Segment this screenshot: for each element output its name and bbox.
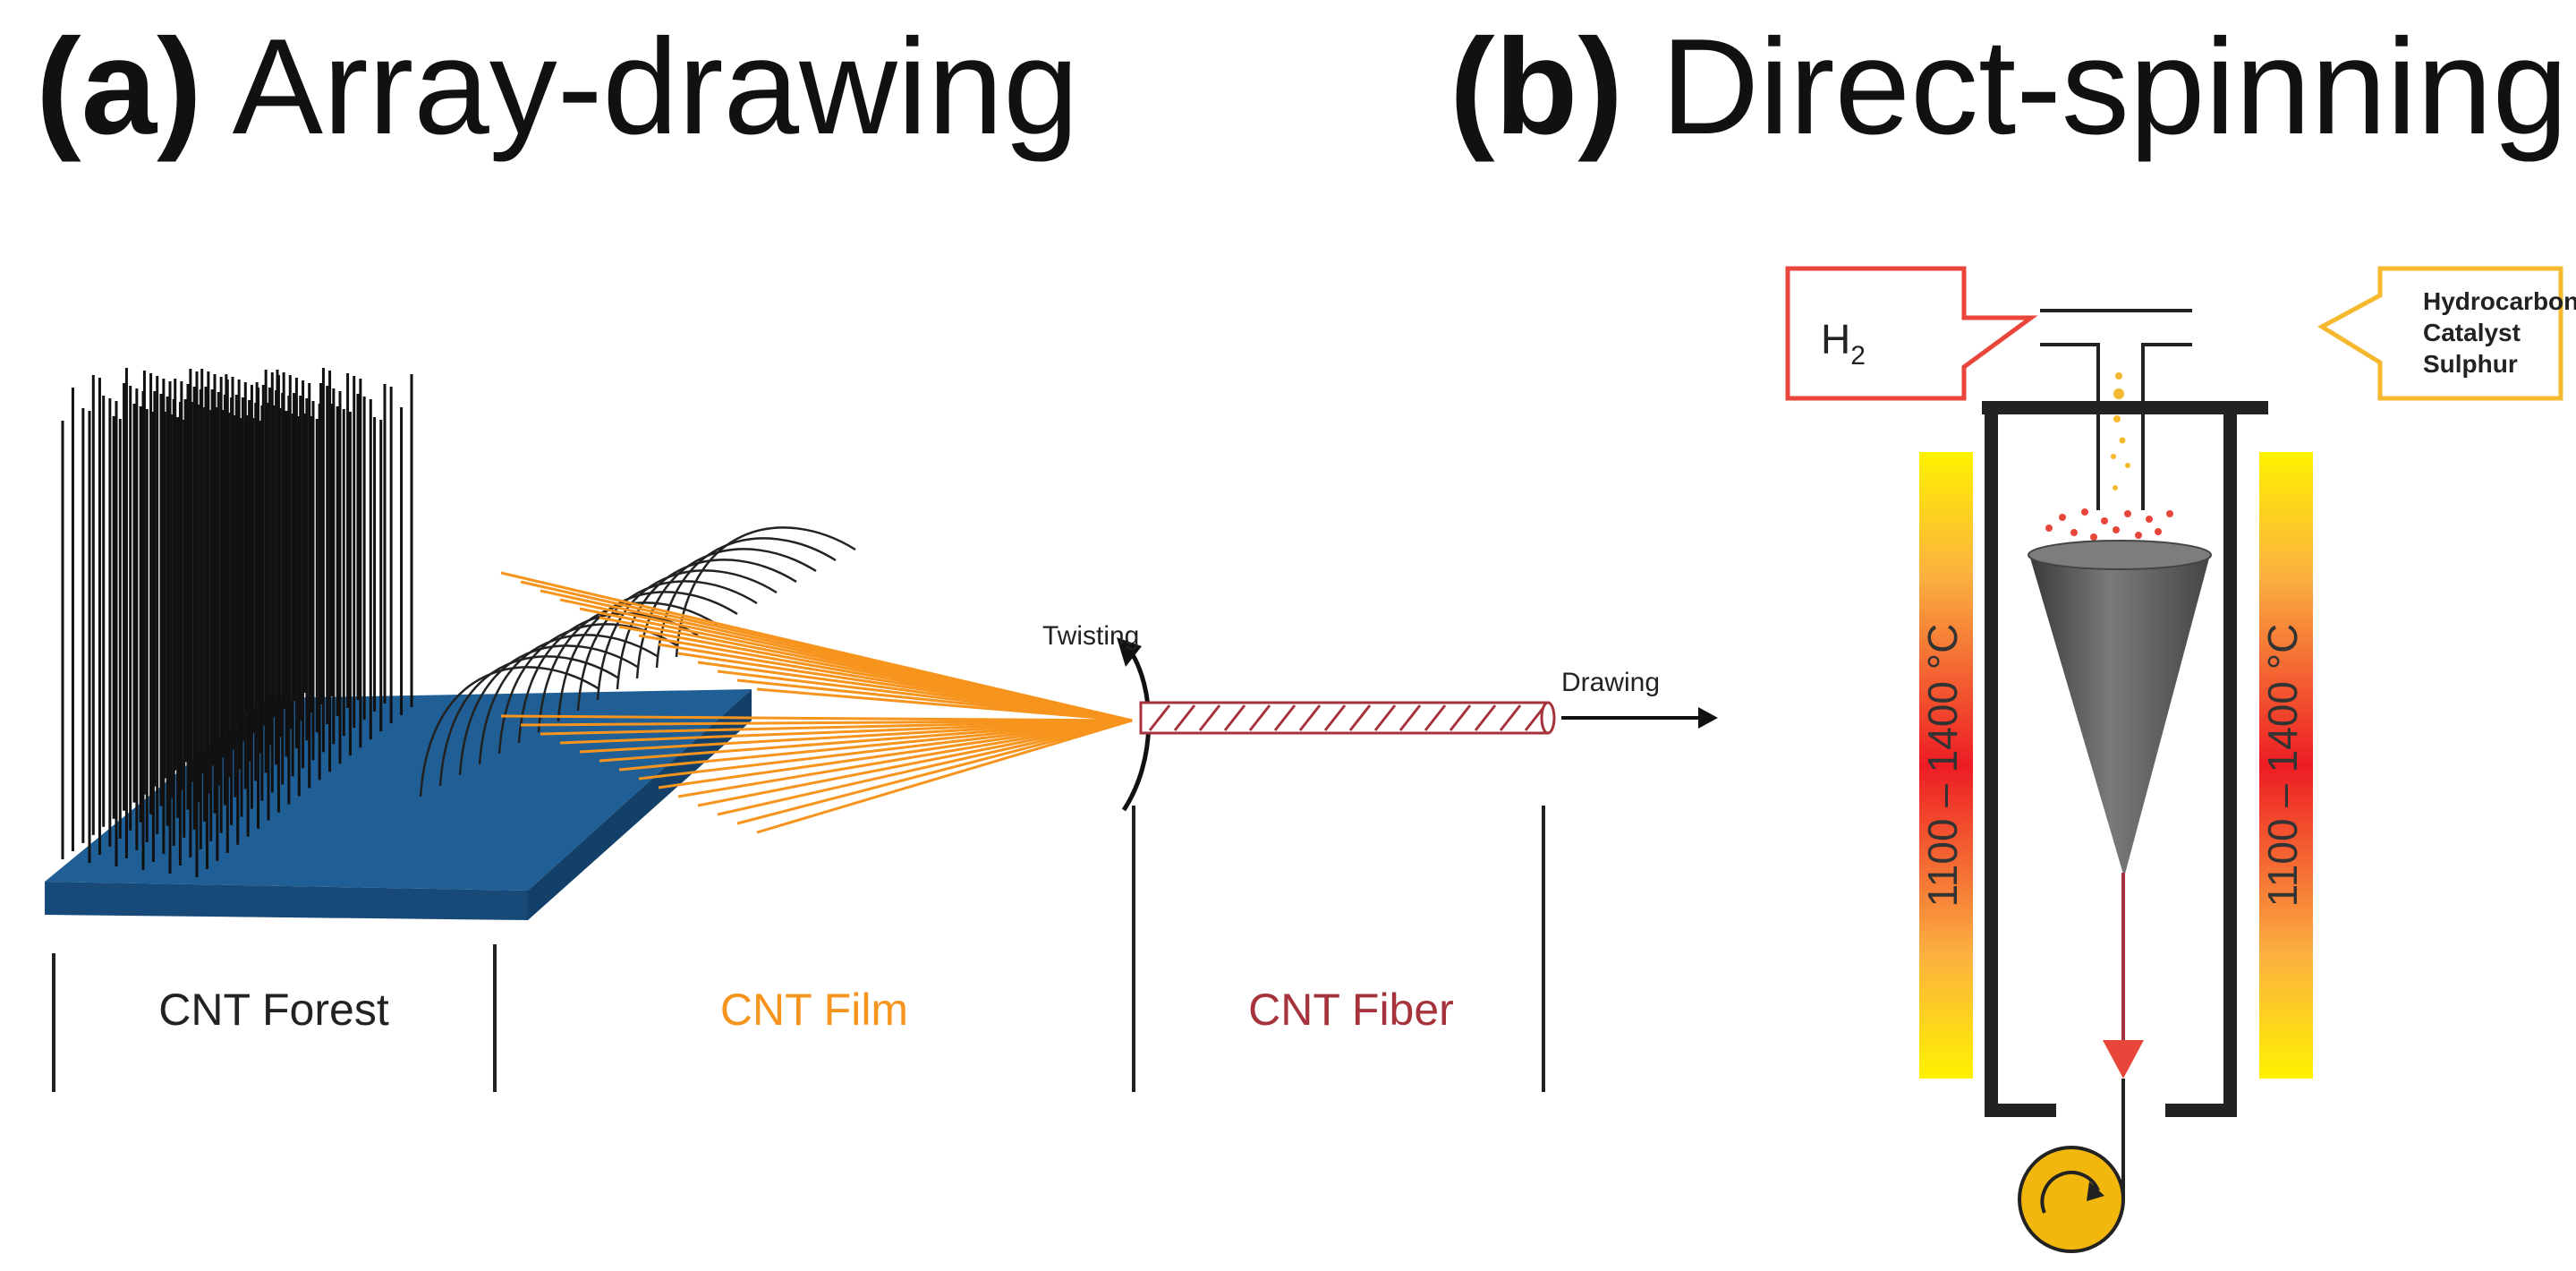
cnt-substrate-side xyxy=(528,689,752,920)
stage-label-cnt-fiber: CNT Fiber xyxy=(1248,985,1454,1035)
panel-b-title-text: Direct-spinning xyxy=(1661,11,2569,163)
reactor-wall-right xyxy=(2223,401,2237,1117)
cnt-film-line xyxy=(579,719,1133,754)
cnt-fiber-hatch-line xyxy=(1173,704,1196,731)
h2-label: H2 xyxy=(1821,316,1866,371)
cnt-fiber-hatch-line xyxy=(1449,704,1472,731)
feed-inlet-arrow xyxy=(2317,266,2563,401)
inlet-pipe-left xyxy=(2040,343,2100,510)
stage-label-cnt-film: CNT Film xyxy=(720,985,908,1035)
cnt-film-line xyxy=(697,719,1133,807)
aerogel-cone xyxy=(2029,555,2210,877)
cnt-forest xyxy=(61,368,413,877)
catalyst-particles xyxy=(2045,508,2173,541)
heater-right xyxy=(2259,452,2313,1079)
feed-label-sulphur: Sulphur xyxy=(2423,350,2518,378)
catalyst-particle xyxy=(2090,533,2097,541)
cnt-film-line xyxy=(559,719,1133,745)
panel-b-letter: (b) xyxy=(1450,11,1624,163)
direct-spinning-panel: H2 Hydrocarbon Catalyst Sulphur xyxy=(1785,266,2576,1253)
catalyst-particle xyxy=(2146,516,2153,523)
cnt-film-line xyxy=(638,719,1133,781)
temperature-label-left: 1100 – 1400 °C xyxy=(1919,624,1966,908)
stage-label-cnt-forest: CNT Forest xyxy=(158,985,389,1035)
panel-a-letter: (a) xyxy=(36,11,202,163)
cnt-fiber-hatch-line xyxy=(1273,704,1297,731)
cnt-film-line xyxy=(520,719,1133,727)
reactor-wall-left xyxy=(1985,401,1998,1117)
panel-a-title: (a) Array-drawing xyxy=(36,9,1079,166)
panel-a-title-text: Array-drawing xyxy=(232,11,1079,163)
cnt-fiber-hatch-line xyxy=(1248,704,1271,731)
spool-rotation-arrow-head xyxy=(2087,1181,2104,1201)
inlet-pipe-right xyxy=(2141,343,2192,510)
catalyst-particle xyxy=(2135,532,2142,539)
cnt-fiber-end xyxy=(1540,701,1556,735)
cnt-fiber-hatch-line xyxy=(1223,704,1246,731)
cnt-fiber-hatch-line xyxy=(1424,704,1447,731)
twisting-arrow-head xyxy=(1117,637,1142,667)
cnt-film-line xyxy=(500,714,1133,722)
h2-inlet-arrow xyxy=(1785,266,2038,401)
cnt-arc xyxy=(675,526,856,658)
cnt-film-line xyxy=(736,719,1133,825)
cnt-fiber-hatch-line xyxy=(1198,704,1221,731)
cnt-film-line xyxy=(599,719,1133,763)
drawing-arrow-head xyxy=(1698,707,1718,729)
catalyst-particle xyxy=(2155,528,2162,535)
cnt-fiber-hatch-line xyxy=(1298,704,1322,731)
cnt-fiber xyxy=(1139,701,1556,735)
aerogel-cone-top xyxy=(2028,540,2212,570)
catalyst-particle xyxy=(2081,508,2088,516)
panel-b-title: (b) Direct-spinning xyxy=(1450,9,2568,166)
catalyst-particle xyxy=(2045,525,2053,532)
catalyst-particle xyxy=(2113,526,2120,533)
cnt-film-line xyxy=(540,719,1133,736)
cnt-fiber-hatch-line xyxy=(1323,704,1347,731)
reactor-top-plate xyxy=(1982,401,2268,414)
cnt-fiber-hatching xyxy=(1148,704,1547,731)
catalyst-particle xyxy=(2124,510,2131,517)
cnt-fiber-hatch-line xyxy=(1499,704,1522,731)
cnt-film-line xyxy=(618,719,1133,772)
catalyst-droplets xyxy=(2111,372,2130,490)
array-drawing-panel: Twisting Drawing CNT Forest CNT Film CNT… xyxy=(45,368,1718,1092)
cnt-film-line xyxy=(677,719,1133,798)
cnt-substrate-front xyxy=(45,882,528,920)
cnt-film xyxy=(500,571,1133,834)
twisting-label: Twisting xyxy=(1042,621,1139,651)
cnt-film-line xyxy=(658,719,1133,789)
temperature-label-right: 1100 – 1400 °C xyxy=(2259,624,2306,908)
winding-spool xyxy=(2018,1146,2125,1253)
reactor-bottom-right xyxy=(2165,1104,2237,1117)
cnt-film-line xyxy=(756,687,1133,722)
drawing-label: Drawing xyxy=(1561,668,1660,697)
heater-left xyxy=(1919,452,1973,1079)
catalyst-particle xyxy=(2070,529,2078,536)
catalyst-particle xyxy=(2166,510,2173,517)
cnt-fiber-hatch-line xyxy=(1373,704,1397,731)
spool-rotation-arrow xyxy=(2040,1171,2100,1214)
cnt-fiber-hatch-line xyxy=(1348,704,1372,731)
cnt-fiber-hatch-line xyxy=(1399,704,1422,731)
cnt-fiber-hatch-line xyxy=(1148,704,1171,731)
feed-label-hydrocarbon: Hydrocarbon xyxy=(2423,287,2576,315)
cnt-fiber-hatch-line xyxy=(1474,704,1497,731)
fiber-down-arrow xyxy=(2103,1040,2144,1079)
feed-label-catalyst: Catalyst xyxy=(2423,319,2521,346)
cnt-film-line xyxy=(756,719,1133,834)
reactor-bottom-left xyxy=(1985,1104,2056,1117)
catalyst-particle xyxy=(2059,514,2066,521)
cnt-film-line xyxy=(717,719,1133,816)
catalyst-particle xyxy=(2101,517,2108,525)
